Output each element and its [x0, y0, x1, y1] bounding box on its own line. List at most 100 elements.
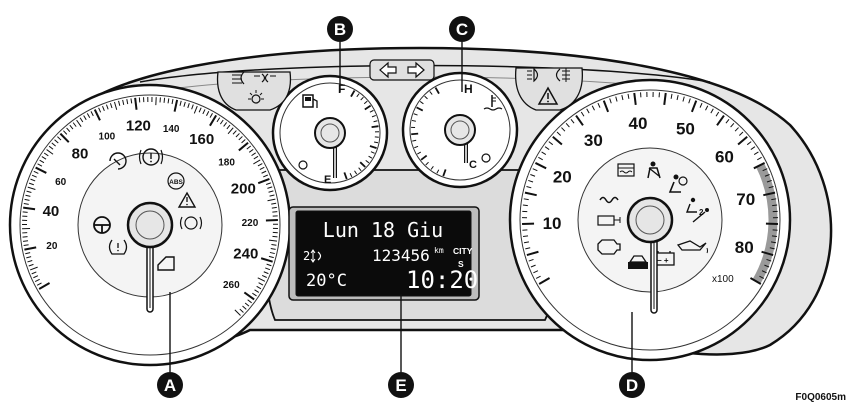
- dial-tick: [556, 131, 561, 136]
- svg-text:2: 2: [699, 208, 704, 217]
- dial-tick: [260, 257, 273, 263]
- gauge-tick: [373, 120, 378, 123]
- dial-tick: [621, 95, 624, 101]
- dial-tick: [759, 275, 765, 279]
- dial-tick: [23, 203, 29, 205]
- dial-tick: [771, 198, 777, 201]
- dial-tick: [54, 139, 59, 144]
- temp-cold-label: C: [469, 159, 477, 171]
- speedometer-ticks: [21, 97, 279, 316]
- dial-tick: [771, 235, 777, 238]
- dial-tick: [764, 174, 770, 177]
- temp-hub: [444, 114, 476, 146]
- dial-tick: [533, 270, 539, 274]
- dial-tick: [532, 168, 538, 172]
- dial-tick: [725, 118, 730, 124]
- dial-tick: [24, 198, 30, 201]
- dial-tick: [238, 141, 249, 152]
- dial-tick: [269, 194, 275, 197]
- dial-tick: [25, 252, 31, 255]
- airbag-icon: [668, 174, 688, 193]
- speedometer-warning-icons: ABS: [93, 148, 203, 271]
- gauge-tick: [442, 169, 447, 177]
- temp-warning-icon: [481, 153, 491, 163]
- dial-tick: [33, 275, 39, 279]
- callout-e: E: [388, 372, 414, 398]
- dial-tick: [90, 111, 94, 117]
- left-lights-pod: [216, 71, 292, 111]
- dial-tick: [257, 277, 266, 282]
- dial-label: 70: [736, 190, 755, 209]
- svg-text:ABS: ABS: [169, 179, 183, 186]
- dial-tick: [134, 97, 138, 110]
- gauge-tick: [417, 151, 422, 155]
- dial-tick: [28, 263, 34, 267]
- dial-tick: [522, 204, 528, 207]
- gauge-tick: [358, 167, 362, 172]
- dial-label: 50: [676, 120, 695, 139]
- tachometer-warning-icons: 2 − +: [597, 161, 709, 269]
- dial-tick: [63, 130, 68, 135]
- dial-tick: [27, 260, 33, 263]
- dial-tick: [23, 244, 29, 247]
- dial-tick: [534, 162, 547, 170]
- dial-tick: [253, 159, 261, 165]
- dial-tick: [523, 198, 529, 201]
- dial-tick: [730, 122, 735, 128]
- gauge-tick: [354, 170, 358, 175]
- dial-label: 160: [189, 131, 214, 148]
- dial-tick: [38, 282, 51, 290]
- dial-label: 10: [543, 214, 562, 233]
- dial-tick: [271, 206, 277, 209]
- dial-tick: [130, 98, 133, 104]
- gauge-tick: [369, 145, 377, 149]
- gauge-tick: [434, 87, 440, 95]
- gauge-tick: [369, 109, 374, 113]
- glow-plug-icon: [599, 196, 619, 204]
- dial-tick: [239, 308, 244, 313]
- dial-tick: [552, 135, 563, 146]
- dial-tick: [263, 271, 269, 275]
- dial-tick: [198, 107, 202, 113]
- dial-tick: [710, 108, 714, 114]
- dial-tick: [51, 142, 56, 147]
- gauge-tick: [416, 106, 424, 112]
- callout-a: A: [157, 372, 183, 398]
- turn-signals-pod: [369, 59, 435, 81]
- dial-label: 20: [46, 241, 58, 252]
- dial-label: 80: [735, 238, 754, 257]
- abs-warning-icon: ABS: [167, 172, 185, 190]
- dial-tick: [253, 155, 259, 160]
- engine-check-icon: [597, 239, 621, 255]
- tachometer-hub: [626, 196, 674, 244]
- display-odometer-unit: km: [434, 246, 444, 255]
- gauge-tick: [371, 114, 376, 118]
- gauge-tick: [411, 119, 416, 122]
- dial-tick: [209, 114, 217, 127]
- dial-tick: [561, 127, 566, 132]
- dial-tick: [766, 258, 772, 262]
- turn-right-icon: [407, 61, 425, 79]
- dial-tick: [524, 191, 537, 197]
- dial-tick: [734, 127, 739, 132]
- gauge-tick: [430, 165, 434, 170]
- dial-tick: [118, 100, 121, 106]
- dial-tick: [183, 101, 186, 107]
- dial-tick: [746, 141, 752, 146]
- dial-tick: [26, 256, 32, 259]
- dial-tick: [234, 309, 241, 316]
- dial-tick: [749, 277, 762, 285]
- fuel-gauge-ticks: [343, 90, 379, 180]
- fuel-hub: [314, 117, 346, 149]
- dial-tick: [761, 270, 767, 274]
- dial-label: 240: [233, 245, 258, 262]
- dial-tick: [31, 174, 37, 178]
- dial-tick: [226, 124, 231, 130]
- dial-tick: [768, 186, 774, 189]
- dial-tick: [586, 108, 590, 114]
- dial-tick: [232, 130, 237, 135]
- dial-tick: [766, 179, 772, 183]
- gauge-tick: [350, 90, 356, 98]
